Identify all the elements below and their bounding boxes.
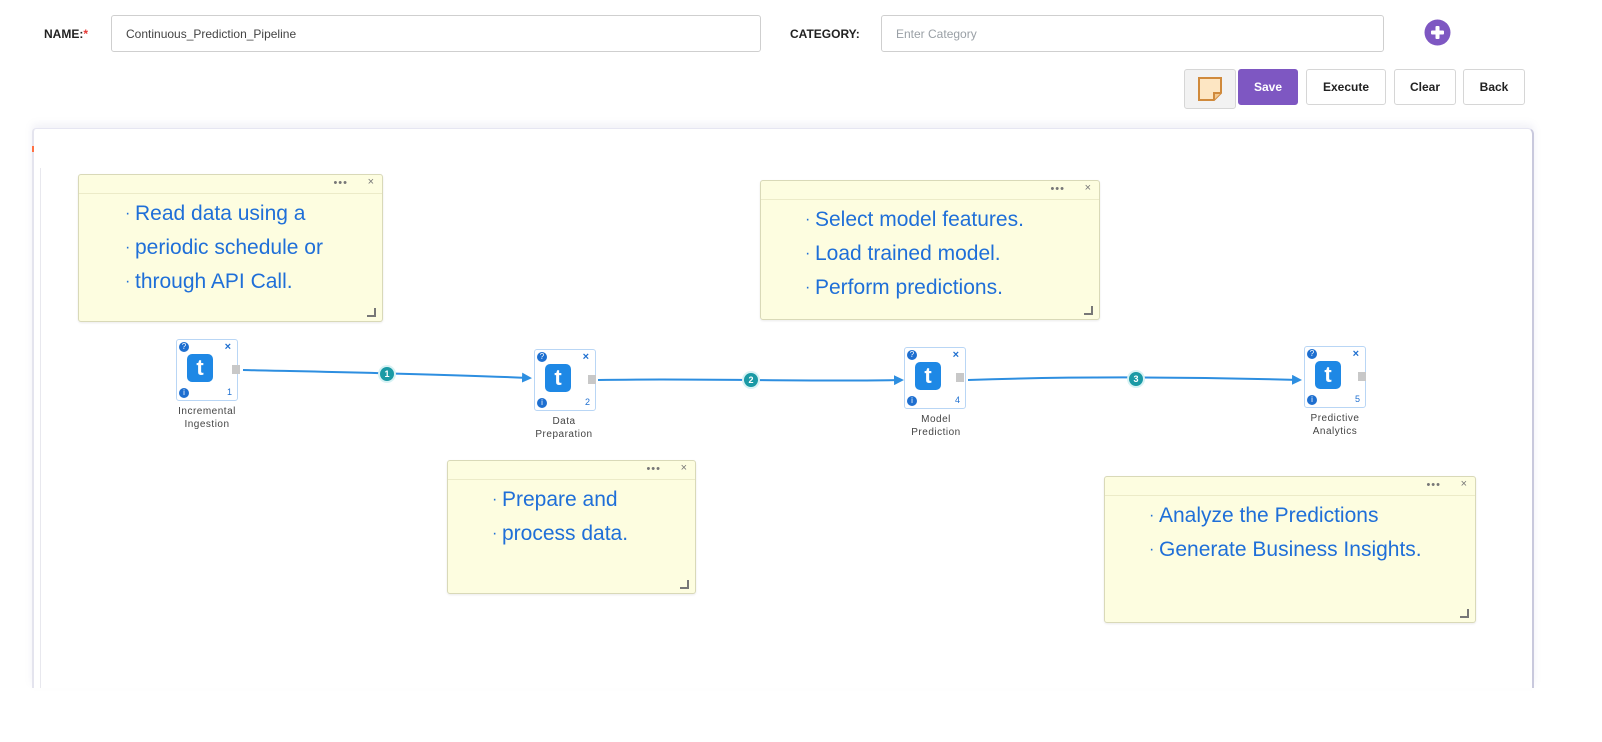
info-icon[interactable]: i bbox=[537, 398, 547, 408]
node-box[interactable]: ? × t i 1 bbox=[176, 339, 238, 401]
node-box[interactable]: ? × t i 4 bbox=[904, 347, 966, 409]
node-number: 2 bbox=[585, 397, 591, 407]
note-header bbox=[761, 181, 1099, 200]
note-close-icon[interactable]: × bbox=[680, 462, 687, 474]
output-port[interactable] bbox=[956, 373, 964, 382]
name-label-text: NAME: bbox=[44, 27, 84, 41]
pipeline-node-model-prediction[interactable]: ? × t i 4 Model Prediction bbox=[904, 347, 966, 447]
note-resize-handle[interactable] bbox=[1460, 609, 1469, 618]
output-port[interactable] bbox=[588, 375, 596, 384]
edge-step-badge[interactable]: 2 bbox=[742, 371, 760, 389]
sticky-note[interactable]: ••• × Select model features. Load traine… bbox=[760, 180, 1100, 320]
note-resize-handle[interactable] bbox=[1084, 306, 1093, 315]
node-number: 1 bbox=[227, 387, 233, 397]
close-icon[interactable]: × bbox=[1352, 348, 1359, 360]
execute-button[interactable]: Execute bbox=[1306, 69, 1386, 105]
note-menu-icon[interactable]: ••• bbox=[333, 177, 348, 189]
note-line: through API Call. bbox=[125, 265, 382, 299]
sticky-note[interactable]: ••• × Read data using a periodic schedul… bbox=[78, 174, 383, 322]
note-header bbox=[448, 461, 695, 480]
info-icon[interactable]: i bbox=[907, 396, 917, 406]
note-menu-icon[interactable]: ••• bbox=[646, 463, 661, 475]
note-line: process data. bbox=[492, 517, 695, 551]
pipeline-node-data-preparation[interactable]: ? × t i 2 Data Preparation bbox=[534, 349, 596, 449]
category-label: CATEGORY: bbox=[790, 27, 860, 41]
node-label: Model Prediction bbox=[911, 414, 961, 438]
note-body: Select model features. Load trained mode… bbox=[761, 203, 1099, 319]
name-label: NAME:* bbox=[44, 27, 88, 41]
output-port[interactable] bbox=[232, 365, 240, 374]
note-line: periodic schedule or bbox=[125, 231, 382, 265]
help-icon[interactable]: ? bbox=[179, 342, 189, 352]
node-label: Incremental Ingestion bbox=[178, 406, 236, 430]
transform-task-icon: t bbox=[915, 362, 941, 390]
note-resize-handle[interactable] bbox=[367, 308, 376, 317]
node-box[interactable]: ? × t i 2 bbox=[534, 349, 596, 411]
transform-task-icon: t bbox=[187, 354, 213, 382]
pipeline-canvas[interactable] bbox=[32, 128, 1534, 688]
close-icon[interactable]: × bbox=[224, 341, 231, 353]
plus-circle-icon bbox=[1424, 19, 1451, 46]
name-input[interactable] bbox=[111, 15, 761, 52]
node-label: Data Preparation bbox=[535, 416, 593, 440]
sticky-note[interactable]: ••• × Analyze the Predictions Generate B… bbox=[1104, 476, 1476, 623]
output-port[interactable] bbox=[1358, 372, 1366, 381]
back-button[interactable]: Back bbox=[1463, 69, 1525, 105]
canvas-marker bbox=[32, 146, 34, 152]
note-resize-handle[interactable] bbox=[680, 580, 689, 589]
sticky-note-button[interactable] bbox=[1184, 69, 1236, 109]
note-body: Read data using a periodic schedule or t… bbox=[79, 197, 382, 321]
pipeline-node-incremental-ingestion[interactable]: ? × t i 1 Incremental Ingestion bbox=[176, 339, 240, 439]
note-menu-icon[interactable]: ••• bbox=[1050, 183, 1065, 195]
info-icon[interactable]: i bbox=[1307, 395, 1317, 405]
add-button[interactable] bbox=[1424, 19, 1451, 46]
node-number: 4 bbox=[955, 395, 961, 405]
category-input[interactable] bbox=[881, 15, 1384, 52]
note-body: Prepare and process data. bbox=[448, 483, 695, 593]
note-close-icon[interactable]: × bbox=[367, 176, 374, 188]
transform-task-icon: t bbox=[1315, 361, 1341, 389]
note-close-icon[interactable]: × bbox=[1460, 478, 1467, 490]
clear-button[interactable]: Clear bbox=[1394, 69, 1456, 105]
note-line: Generate Business Insights. bbox=[1149, 533, 1475, 567]
note-header bbox=[79, 175, 382, 194]
note-header bbox=[1105, 477, 1475, 496]
help-icon[interactable]: ? bbox=[1307, 349, 1317, 359]
note-line: Read data using a bbox=[125, 197, 382, 231]
note-line: Analyze the Predictions bbox=[1149, 499, 1475, 533]
note-close-icon[interactable]: × bbox=[1084, 182, 1091, 194]
note-line: Perform predictions. bbox=[805, 271, 1099, 305]
note-line: Load trained model. bbox=[805, 237, 1099, 271]
save-button[interactable]: Save bbox=[1238, 69, 1298, 105]
sticky-note-icon bbox=[1198, 77, 1222, 101]
note-line: Prepare and bbox=[492, 483, 695, 517]
pipeline-node-predictive-analytics[interactable]: ? × t i 5 Predictive Analytics bbox=[1304, 346, 1366, 446]
canvas-inner-border bbox=[40, 168, 41, 688]
note-body: Analyze the Predictions Generate Busines… bbox=[1105, 499, 1475, 622]
edge-step-badge[interactable]: 1 bbox=[378, 365, 396, 383]
node-box[interactable]: ? × t i 5 bbox=[1304, 346, 1366, 408]
sticky-note[interactable]: ••• × Prepare and process data. bbox=[447, 460, 696, 594]
note-menu-icon[interactable]: ••• bbox=[1426, 479, 1441, 491]
node-label: Predictive Analytics bbox=[1310, 413, 1360, 437]
help-icon[interactable]: ? bbox=[537, 352, 547, 362]
info-icon[interactable]: i bbox=[179, 388, 189, 398]
help-icon[interactable]: ? bbox=[907, 350, 917, 360]
transform-task-icon: t bbox=[545, 364, 571, 392]
close-icon[interactable]: × bbox=[952, 349, 959, 361]
note-line: Select model features. bbox=[805, 203, 1099, 237]
edge-step-badge[interactable]: 3 bbox=[1127, 370, 1145, 388]
close-icon[interactable]: × bbox=[582, 351, 589, 363]
node-number: 5 bbox=[1355, 394, 1361, 404]
required-marker: * bbox=[83, 27, 88, 41]
